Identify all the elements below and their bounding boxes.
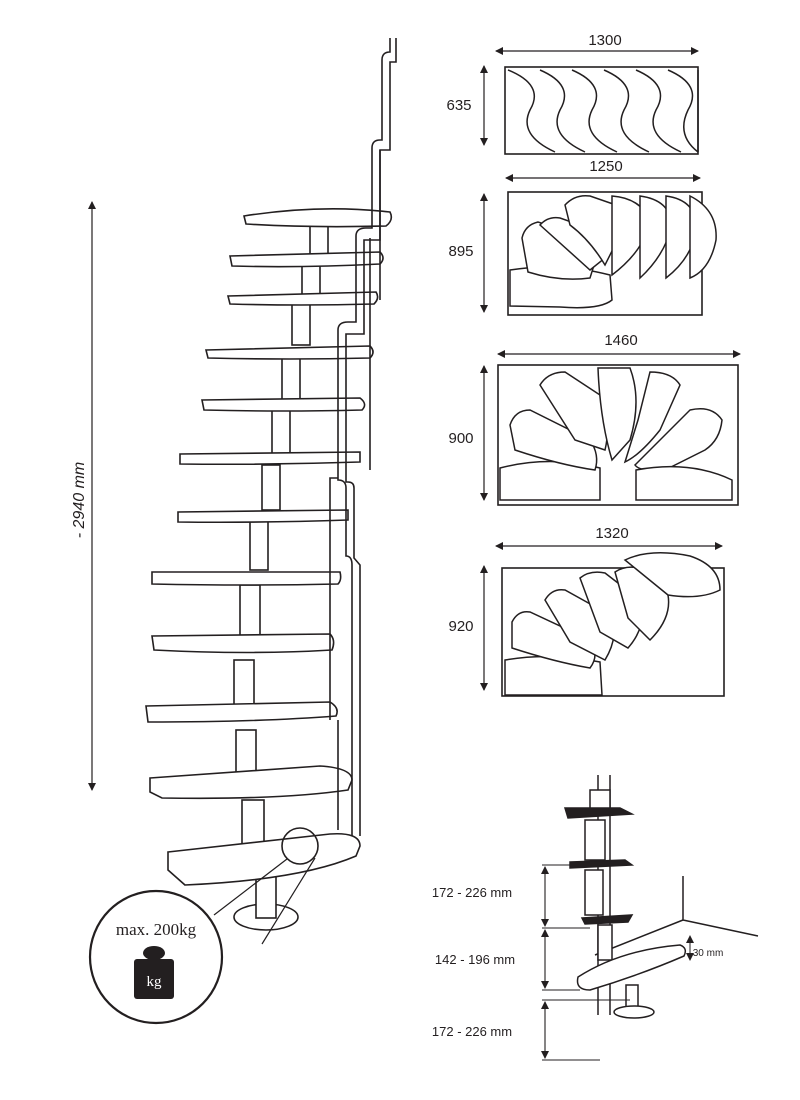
layout-3-depth: 900: [448, 430, 473, 447]
detail-magnifier: [281, 827, 319, 865]
rise-upper-label: 172 - 226 mm: [432, 885, 512, 900]
rise-middle-label: 142 - 196 mm: [435, 952, 515, 967]
staircase-drawing: [145, 38, 397, 931]
tread-thickness-label: 30 mm: [693, 948, 724, 959]
layout-plan-4: 1320 920: [448, 525, 725, 697]
layout-1-depth: 635: [446, 97, 471, 114]
layout-4-depth: 920: [448, 618, 473, 635]
weight-icon: kg: [134, 946, 174, 999]
layout-2-width: 1250: [589, 158, 622, 175]
layout-plan-3: 1460 900: [448, 332, 741, 506]
total-height-label: - 2940 mm: [71, 462, 88, 538]
layout-1-width: 1300: [588, 32, 621, 49]
column-detail: [542, 775, 759, 1061]
layout-3-width: 1460: [604, 332, 637, 349]
max-load-label: max. 200kg: [116, 920, 197, 939]
layout-plan-2: 1250 895: [448, 158, 717, 316]
layout-4-width: 1320: [595, 525, 628, 542]
layout-plan-1: 1300 635: [446, 32, 699, 155]
weight-unit-label: kg: [147, 974, 163, 990]
rise-lower-label: 172 - 226 mm: [432, 1024, 512, 1039]
weight-badge: max. 200kg kg: [88, 889, 224, 1025]
layout-2-depth: 895: [448, 243, 473, 260]
